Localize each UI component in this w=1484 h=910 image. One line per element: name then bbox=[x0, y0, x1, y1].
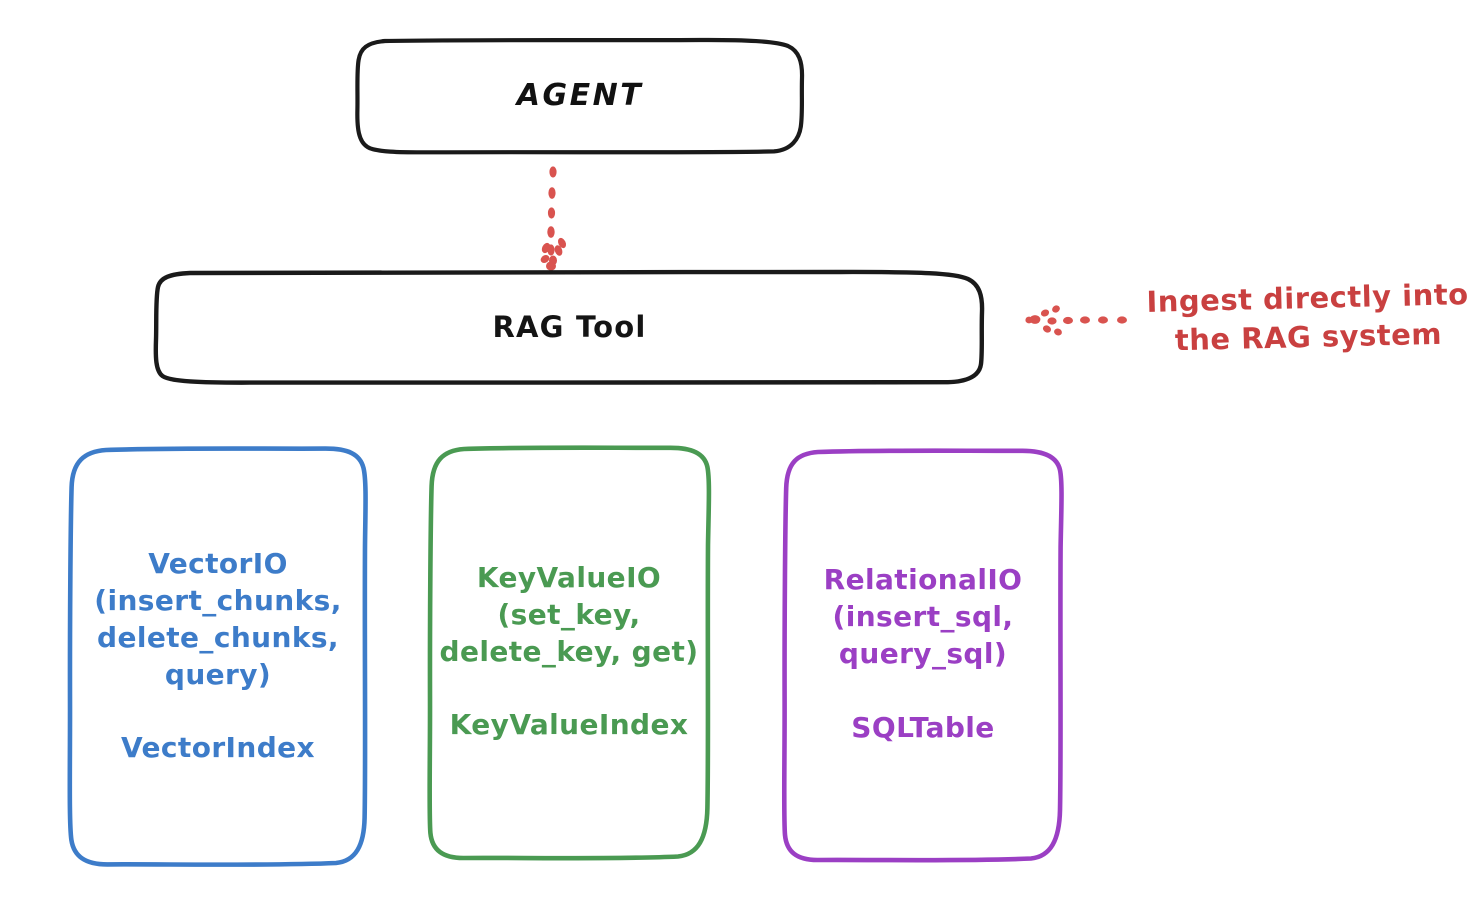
keyvalueio-node[interactable]: KeyValueIO (set_key, delete_key, get) Ke… bbox=[430, 447, 708, 857]
agent-box-outline bbox=[355, 37, 805, 155]
rag-tool-node[interactable]: RAG Tool bbox=[156, 272, 983, 383]
keyvalueio-box-outline bbox=[427, 445, 712, 861]
agent-node[interactable]: AGENT bbox=[357, 40, 803, 153]
keyvalueio-node-label: KeyValueIO (set_key, delete_key, get) Ke… bbox=[439, 560, 699, 742]
rag-tool-node-label: RAG Tool bbox=[492, 309, 647, 344]
relationalio-box-outline bbox=[781, 448, 1064, 863]
relationalio-node[interactable]: RelationalIO (insert_sql, query_sql) SQL… bbox=[785, 450, 1061, 859]
vectorio-box-outline bbox=[67, 446, 368, 867]
ingest-annotation-text: Ingest directly into the RAG system bbox=[1146, 277, 1469, 358]
vectorio-node[interactable]: VectorIO (insert_chunks, delete_chunks, … bbox=[70, 448, 366, 865]
agent-to-rag-arrow bbox=[540, 166, 567, 271]
rag-tool-box-outline bbox=[153, 269, 985, 385]
ingest-to-rag-arrow bbox=[1025, 305, 1127, 336]
relationalio-node-label: RelationalIO (insert_sql, query_sql) SQL… bbox=[823, 563, 1023, 744]
vectorio-node-label: VectorIO (insert_chunks, delete_chunks, … bbox=[94, 546, 342, 765]
agent-node-label: AGENT bbox=[516, 78, 644, 114]
